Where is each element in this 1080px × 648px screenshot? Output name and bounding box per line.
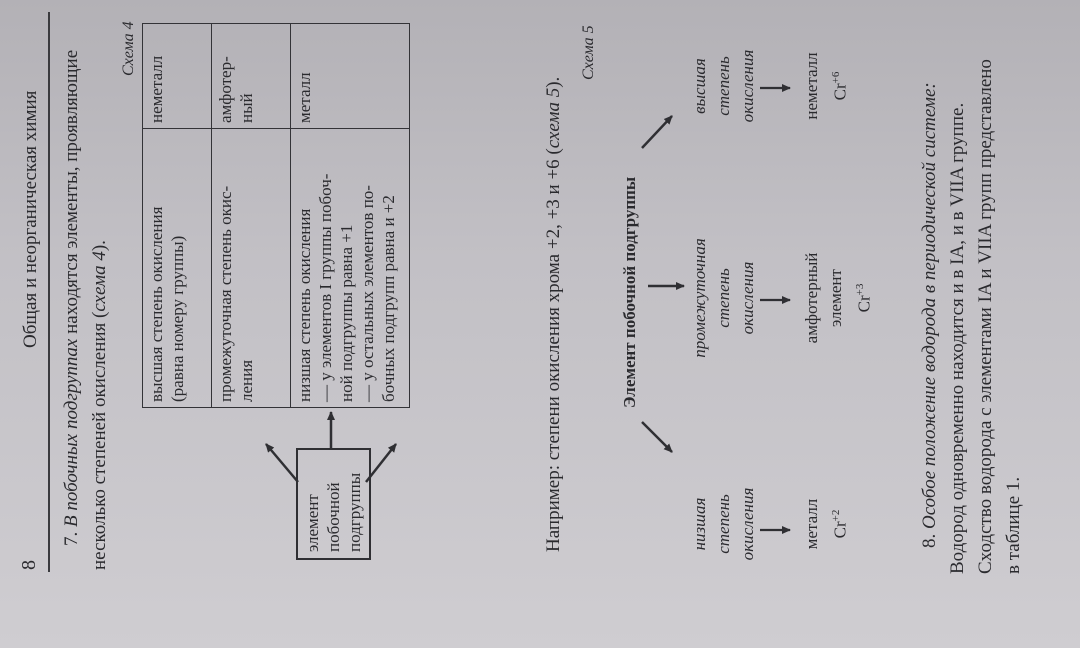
scheme5-type-lowest: металл Cr+2 (800, 484, 853, 564)
scheme4-arrow-up (265, 443, 299, 483)
scheme5-type-intermediate: амфотерный элемент Cr+3 (800, 238, 877, 358)
item8-line4: в таблице 1. (1003, 476, 1024, 574)
scheme4-arrow-down (365, 443, 397, 483)
cr3-ion: Cr+3 (854, 283, 874, 313)
scheme5-state-lowest: низшая степень окисления (690, 487, 757, 561)
cr2-ion: Cr+2 (830, 509, 850, 539)
item8-line3: Сходство водорода с элементами IA и VIIA… (975, 59, 996, 574)
scheme5-state-highest: высшая степень окисления (690, 49, 757, 123)
scheme5-state-intermediate: промежуточная степень окисления (690, 238, 757, 358)
scheme5-arrow-right (641, 115, 673, 149)
cr6-ion: Cr+6 (830, 71, 850, 101)
scheme5-type-highest: неметалл Cr+6 (800, 38, 853, 134)
item8-line2: Водород одновременно находится и в IA, и… (947, 102, 968, 574)
item8-heading: 8. Особое положение водорода в периодиче… (919, 82, 940, 548)
scheme5-arrow-left (641, 421, 673, 453)
